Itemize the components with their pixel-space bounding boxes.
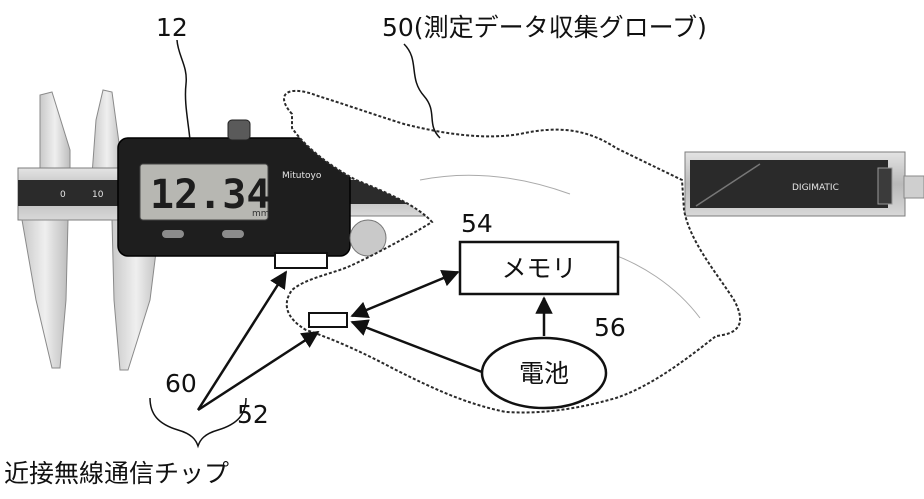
chip-caption: 近接無線通信チップ <box>4 459 229 488</box>
caliper: 0 10 12.34 mm Mitutoyo DIGIMATIC <box>17 89 924 371</box>
origin-button <box>222 230 244 238</box>
ref-12: 12 <box>156 13 188 42</box>
zero-button <box>162 230 184 238</box>
caliper-scale-left <box>18 180 128 206</box>
leader-12 <box>176 39 191 141</box>
caliper-data-port <box>690 160 888 208</box>
connection-arrows <box>196 269 553 412</box>
brand-logo: Mitutoyo <box>282 171 322 181</box>
ref-60: 60 <box>165 369 197 398</box>
caliper-outside-jaw-fixed <box>21 219 69 369</box>
lcd-reading: 12.34 <box>150 172 270 218</box>
depth-rod <box>903 175 924 199</box>
battery-ellipse <box>480 336 608 410</box>
arrow-battery-chip52 <box>350 319 483 374</box>
chip-52 <box>308 312 348 328</box>
thumb-roller <box>227 119 251 141</box>
memory-label: メモリ <box>501 254 576 283</box>
glove-crease <box>419 174 571 195</box>
lcd-display <box>139 163 269 221</box>
chip-60 <box>274 252 328 269</box>
beam-brand: DIGIMATIC <box>792 183 839 193</box>
caption-bracket <box>149 397 247 449</box>
ref-52: 52 <box>237 400 269 429</box>
scale-tick-label: 0 <box>60 190 66 200</box>
scale-tick-label: 10 <box>92 190 104 200</box>
leader-chip60 <box>196 270 288 411</box>
cable-stripe <box>695 163 761 207</box>
ref-56: 56 <box>594 313 626 342</box>
arrow-memory-chip52 <box>350 269 460 319</box>
caliper-inside-jaw-fixed <box>39 91 71 176</box>
leader-50 <box>403 43 441 139</box>
memory-box <box>458 240 620 296</box>
battery-label: 電池 <box>519 359 569 388</box>
ref-50-glove: 50(測定データ収集グローブ) <box>382 13 707 42</box>
caliper-end-cap <box>877 167 893 205</box>
ref-54: 54 <box>461 209 493 238</box>
lcd-unit: mm <box>252 209 270 219</box>
leader-chip52 <box>197 330 320 412</box>
slider-clamp-knob <box>349 219 387 257</box>
